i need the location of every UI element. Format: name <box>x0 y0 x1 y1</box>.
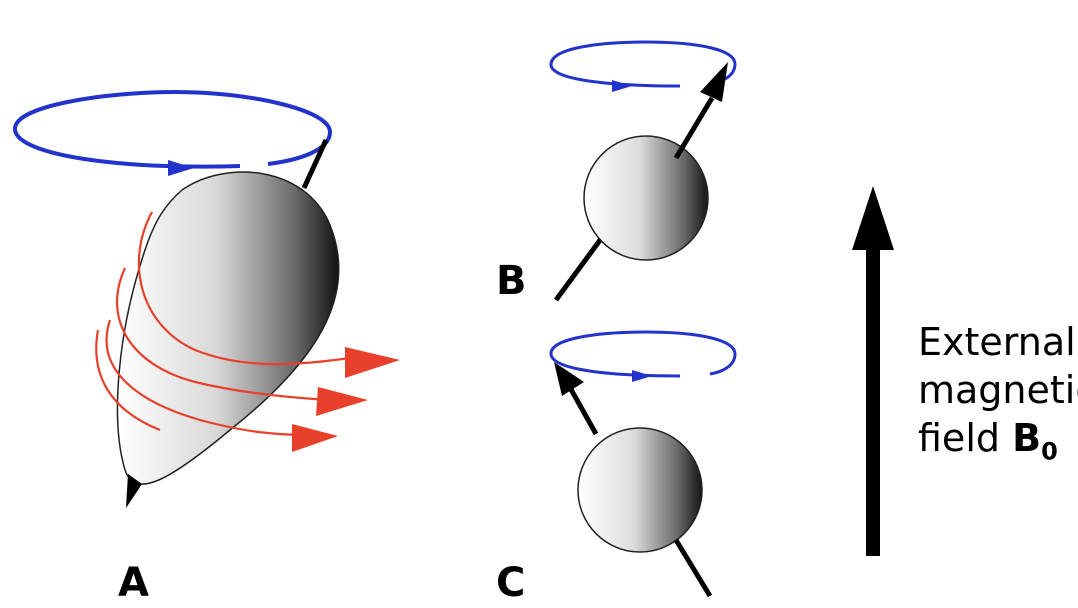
spin-axis-b-bottom <box>556 232 606 300</box>
external-field-label: External magnetic field B0 <box>918 318 1078 476</box>
field-label-line2: magnetic <box>918 366 1078 414</box>
precession-ring-a <box>15 92 330 167</box>
field-symbol-subscript: 0 <box>1041 438 1058 466</box>
field-label-prefix: field <box>918 416 1000 460</box>
precession-arrowhead-b <box>612 80 632 92</box>
spin-axis-c-bottom <box>676 540 710 596</box>
field-symbol: B <box>1012 416 1041 460</box>
precession-arrowhead-c <box>632 370 652 382</box>
nucleus-sphere-b <box>584 136 708 260</box>
panel-c-antiparallel-spin <box>551 332 735 596</box>
field-label-line3: field B0 <box>918 414 1078 476</box>
field-arrow-head <box>852 186 894 250</box>
precession-ring-c <box>551 332 735 376</box>
panel-label-a: A <box>118 560 149 606</box>
panel-label-b: B <box>496 258 527 304</box>
precession-ring-b <box>551 42 735 86</box>
field-arrow-shaft <box>866 244 880 556</box>
field-arrowhead-2 <box>316 387 368 416</box>
spin-axis-c-top <box>568 384 596 434</box>
external-field-arrow <box>852 186 894 556</box>
spin-arrowhead-b <box>700 62 728 102</box>
nucleus-sphere-c <box>578 428 702 552</box>
precession-arrowhead-a <box>168 160 194 176</box>
panel-b-parallel-spin <box>551 42 735 300</box>
field-arrowhead-3 <box>292 424 338 452</box>
panel-a-spinning-nucleus <box>15 92 400 508</box>
spin-axis-top-a <box>304 140 326 188</box>
spin-axis-b-top <box>676 98 712 158</box>
field-label-line1: External <box>918 318 1078 366</box>
field-arrowhead-1 <box>345 347 400 378</box>
panel-label-c: C <box>496 560 525 606</box>
